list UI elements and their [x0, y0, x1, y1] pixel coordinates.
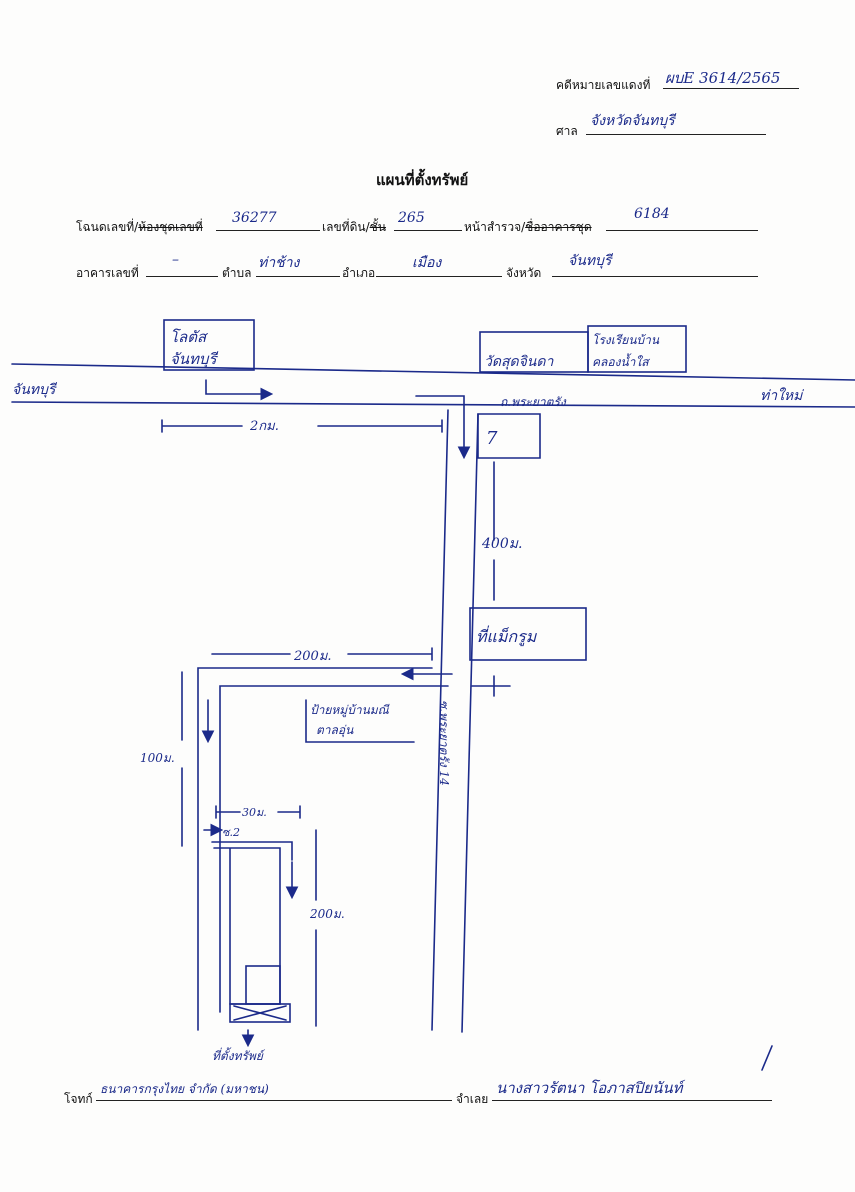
- dist-400-label: 400ม.: [481, 536, 522, 552]
- plaintiff-label: โจทก์: [64, 1092, 93, 1106]
- survey-label: หน้าสำรวจ/ชื่ออาคารชุด: [464, 220, 592, 234]
- property-lot: [245, 965, 281, 1005]
- case-number-underline: [663, 88, 799, 89]
- dim-30: [215, 805, 301, 819]
- main-road-top: [11, 363, 855, 381]
- dist-200-right-label: 200ม.: [309, 907, 345, 921]
- sign-line2: ตาลอุ่น: [316, 723, 354, 738]
- deed-label: โฉนดเลขที่/ห้องชุดเลขที่: [76, 220, 203, 234]
- dist-100-label: 100ม.: [140, 751, 175, 765]
- road-left-label: จันทบุรี: [12, 382, 57, 398]
- defendant-label: จำเลย: [456, 1092, 489, 1106]
- road-name-label: ถ.พระยาตรัง: [500, 395, 567, 409]
- school-line1: โรงเรียนบ้าน: [592, 333, 660, 347]
- document-title: แผนที่ตั้งทรัพย์: [376, 171, 469, 189]
- court-value: จังหวัดจันทบุรี: [590, 113, 675, 129]
- branch-road-inner: [219, 685, 449, 1013]
- soi-14-road: [431, 409, 479, 1033]
- road-right-label: ท่าใหม่: [760, 387, 804, 404]
- branch-road-outer: [197, 667, 433, 1031]
- seven-label: 7: [486, 428, 498, 449]
- amphoe-label: อำเภอ: [342, 266, 376, 280]
- land-number-value: 265: [398, 210, 425, 226]
- temple-label: วัดสุดจินดา: [484, 354, 554, 370]
- sign-box: [305, 699, 415, 743]
- dim-2km: [161, 419, 443, 433]
- land-number-label: เลขที่ดิน/ชั้น: [322, 220, 386, 234]
- hotel-arrow: [205, 379, 274, 401]
- deed-value: 36277: [232, 210, 277, 226]
- dist-2km-label: 2กม.: [249, 419, 279, 434]
- dim-200-top: [211, 647, 433, 661]
- defendant-value: นางสาวรัตนา โอภาสปิยนันท์: [496, 1079, 683, 1097]
- soi-2-lane: [213, 847, 281, 1005]
- soi-14-label: ซ.พระยาตรัง 14: [437, 700, 451, 786]
- tambon-value: ท่าช้าง: [258, 255, 300, 271]
- lotus-box: [163, 319, 255, 371]
- amphoe-value: เมือง: [412, 255, 442, 271]
- province-value: จันทบุรี: [568, 253, 612, 269]
- plaintiff-value: ธนาคารกรุงไทย จำกัด (มหาชน): [100, 1082, 269, 1096]
- market-box: [469, 607, 587, 661]
- dist-200-top-label: 200ม.: [293, 649, 332, 664]
- main-road-bottom: [11, 401, 855, 408]
- case-number-value: ผบE 3614/2565: [665, 69, 781, 87]
- court-underline: [586, 134, 766, 135]
- survey-value: 6184: [634, 206, 670, 222]
- case-number-label: คดีหมายเลขแดงที่: [556, 78, 651, 92]
- turn-arrow: [415, 395, 471, 460]
- lotus-line2: จันทบุรี: [170, 350, 219, 368]
- school-box: [587, 325, 687, 373]
- school-line2: คลองน้ำใส: [592, 353, 650, 369]
- court-label: ศาล: [556, 124, 578, 138]
- soi-2-label: ซ.2: [222, 826, 240, 839]
- tambon-label: ตำบล: [222, 266, 252, 280]
- property-label: ที่ตั้งทรัพย์: [212, 1047, 266, 1063]
- dist-30-label: 30ม.: [242, 806, 267, 819]
- sign-line1: ป้ายหมู่บ้านมณี: [310, 703, 390, 718]
- province-label: จังหวัด: [506, 266, 542, 280]
- lotus-line1: โลตัส: [170, 328, 209, 346]
- building-value: –: [172, 252, 179, 268]
- building-label: อาคารเลขที่: [76, 266, 139, 280]
- property-marker: [229, 1003, 291, 1023]
- market-label: ที่แม็กรูม: [476, 625, 538, 647]
